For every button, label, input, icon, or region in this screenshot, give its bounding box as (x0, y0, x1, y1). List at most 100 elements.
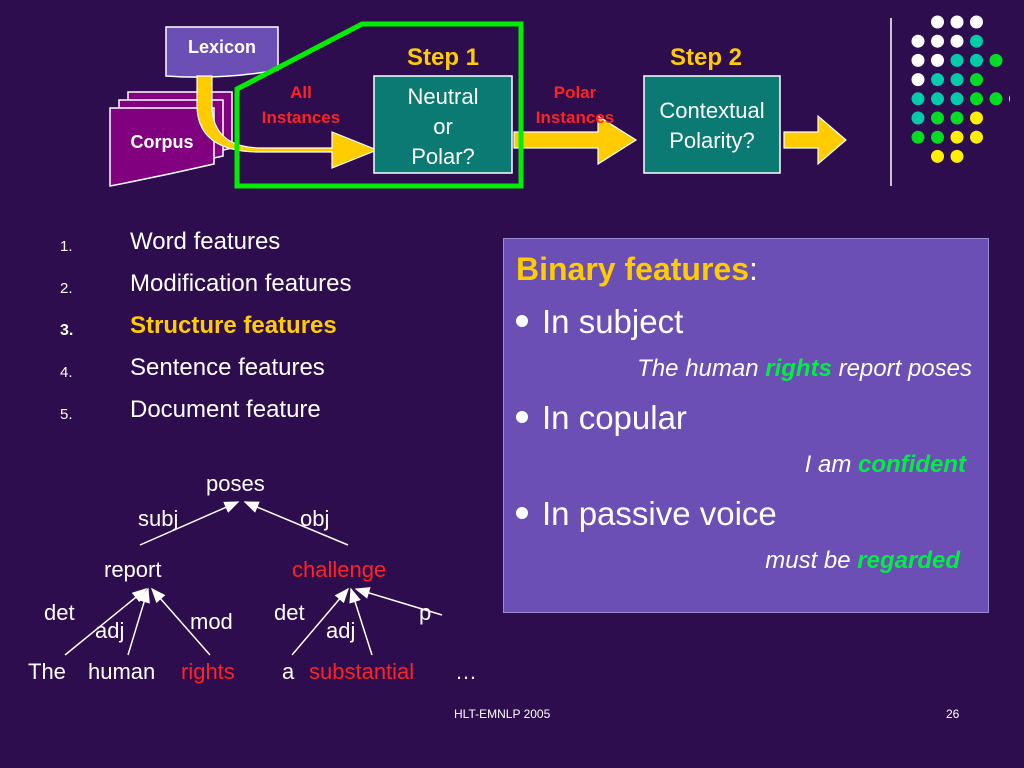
decoration-dot (911, 53, 925, 67)
decoration-dot (970, 34, 983, 48)
list-number: 4. (60, 364, 73, 381)
example-highlight: regarded (857, 547, 960, 574)
tree-label-obj: obj (300, 506, 330, 531)
feature-item-modification: 2. Modification features (60, 270, 480, 312)
decoration-dot (950, 149, 964, 163)
pipeline-diagram (109, 18, 892, 189)
list-number: 2. (60, 280, 73, 297)
tree-node-report: report (104, 557, 162, 582)
decoration-dot (970, 92, 983, 106)
bullet-in-subject: In subject (516, 303, 683, 341)
bullet-label: In subject (542, 303, 684, 340)
example-subject: The human rights report poses (637, 355, 972, 383)
feature-item-structure: 3. Structure features (60, 312, 480, 354)
panel-title: Binary features: (516, 251, 758, 288)
tree-word-rights: rights (181, 659, 235, 684)
decoration-dot (911, 34, 925, 48)
decoration-dot (989, 92, 1003, 106)
bullet-dot-icon (516, 315, 528, 328)
bullet-in-copular: In copular (516, 399, 687, 437)
step2-label: Step 2 (669, 44, 743, 71)
tree-label-mod: mod (190, 609, 233, 634)
decoration-dot (931, 73, 944, 87)
bullet-in-passive-voice: In passive voice (516, 495, 777, 533)
decoration-dot (931, 53, 944, 67)
decoration-dot (950, 34, 964, 48)
feature-item-document: 5. Document feature (60, 396, 480, 438)
binary-features-panel: Binary features: In subject The human ri… (503, 238, 989, 613)
example-post: report poses (831, 355, 972, 382)
example-highlight: rights (765, 355, 832, 382)
feature-item-word: 1. Word features (60, 228, 480, 270)
decoration-dot (970, 73, 983, 87)
example-copular: I am confident (805, 451, 966, 479)
decoration-dot (931, 15, 944, 29)
all-instances-label: All Instances (261, 83, 341, 127)
step1-label: Step 1 (406, 44, 480, 71)
decoration-dot (911, 111, 925, 125)
example-pre: I am (804, 451, 858, 478)
neutral-box-text: Neutral or Polar? (407, 84, 479, 169)
dependency-tree-lines (64, 501, 443, 656)
polar-arrow (513, 114, 638, 166)
decoration-dot (989, 53, 1003, 67)
decoration-dot (970, 15, 983, 29)
example-pre: must be (765, 547, 858, 574)
corpus-label: Corpus (130, 132, 194, 152)
contextual-box-text: Contextual Polarity? (659, 98, 765, 153)
decoration-dot (950, 111, 964, 125)
footer-page-number: 26 (946, 707, 960, 721)
feature-list: 1. Word features 2. Modification feature… (60, 228, 480, 438)
decoration-dot (931, 34, 944, 48)
tree-word-ellipsis: … (455, 659, 477, 684)
panel-title-text: Binary features (516, 251, 749, 287)
decoration-dot (1009, 95, 1010, 103)
list-label: Modification features (130, 270, 352, 297)
decoration-dot (950, 92, 964, 106)
decoration-dot (911, 73, 925, 87)
tree-word-human: human (88, 659, 156, 684)
tree-label-p: p (419, 600, 432, 625)
example-highlight: confident (858, 451, 966, 478)
lexicon-arrow (196, 75, 379, 169)
bullet-label: In copular (542, 399, 687, 436)
decoration-dot (970, 53, 983, 67)
decoration-dot (931, 111, 944, 125)
list-label: Word features (130, 228, 281, 255)
bullet-label: In passive voice (542, 495, 777, 532)
bullet-dot-icon (516, 507, 528, 520)
step1-highlight (234, 21, 524, 189)
tree-word-substantial: substantial (309, 659, 415, 684)
decoration-dot (970, 130, 983, 144)
example-passive: must be regarded (765, 547, 960, 575)
contextual-polarity-box (643, 75, 781, 174)
polar-instances-label: Polar Instances (535, 83, 615, 127)
tree-label-adj: adj (326, 618, 356, 643)
list-label: Sentence features (130, 354, 325, 381)
footer-conference: HLT-EMNLP 2005 (454, 707, 551, 721)
output-arrow (783, 114, 847, 166)
decoration-dot (931, 92, 944, 106)
decoration-dot (950, 15, 964, 29)
example-pre: The human (637, 355, 766, 382)
decoration-dot (931, 130, 944, 144)
tree-label-det: det (274, 600, 305, 625)
decoration-dot (911, 130, 925, 144)
decoration-dot (950, 130, 964, 144)
tree-label-subj: subj (138, 506, 179, 531)
decoration-dot (950, 53, 964, 67)
tree-word-a: a (282, 659, 295, 684)
decoration-dot (931, 149, 944, 163)
list-label: Structure features (130, 312, 337, 339)
decoration-dots (911, 15, 1010, 163)
tree-label-det: det (44, 600, 75, 625)
list-number: 3. (60, 322, 74, 339)
list-number: 1. (60, 238, 73, 255)
neutral-or-polar-box (373, 75, 513, 174)
list-label: Document feature (130, 396, 321, 423)
list-number: 5. (60, 406, 73, 423)
lexicon-label: Lexicon (187, 37, 257, 57)
tree-label-adj: adj (95, 618, 125, 643)
feature-item-sentence: 4. Sentence features (60, 354, 480, 396)
bullet-dot-icon (516, 411, 528, 424)
